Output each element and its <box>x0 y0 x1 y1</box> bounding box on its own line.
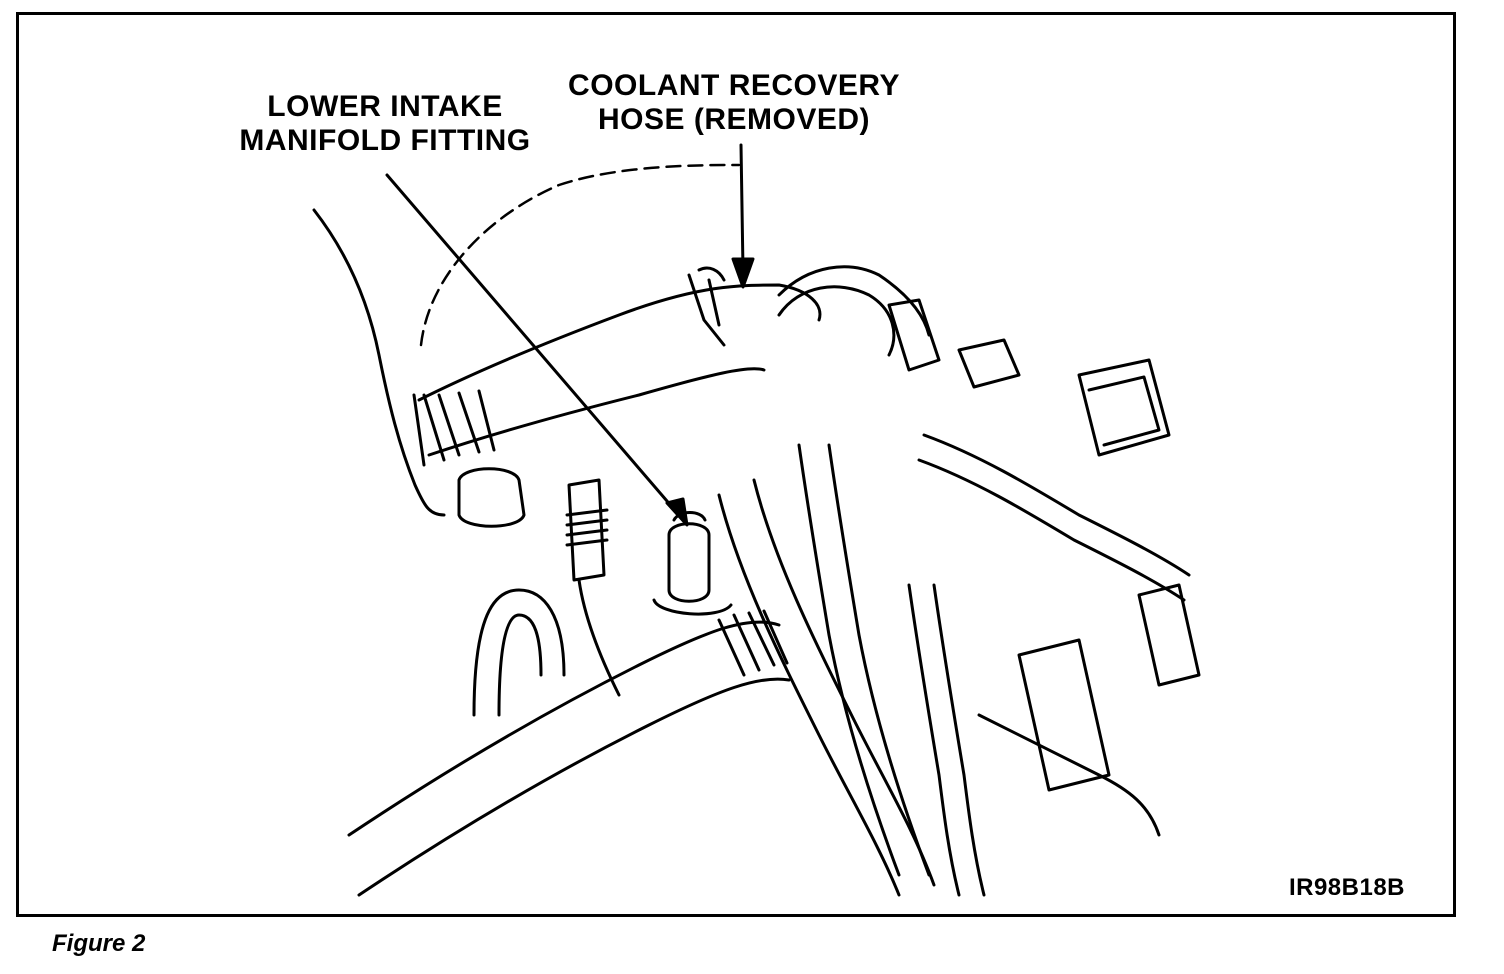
sensor-threads <box>565 508 609 547</box>
loop-hose-inner <box>497 613 543 717</box>
vacuum-hose-b2 <box>932 583 986 897</box>
right-hose <box>977 713 1161 837</box>
lower-hose-ribs <box>717 609 789 677</box>
sensor-wire <box>577 578 621 697</box>
upper-hose-lower-edge <box>427 367 766 457</box>
callout-coolant-line2: HOSE (REMOVED) <box>597 103 871 136</box>
callout-coolant-recovery-hose: COOLANT RECOVERY HOSE (REMOVED) <box>559 69 909 137</box>
manifold-fitting-top <box>672 511 707 522</box>
figure-code: IR98B18B <box>1288 874 1405 901</box>
right-component <box>1137 583 1201 687</box>
callout-lower-intake-manifold-fitting: LOWER INTAKE MANIFOLD FITTING <box>225 90 545 158</box>
throttle-body-ring <box>777 285 896 357</box>
connector-2 <box>957 338 1021 389</box>
connector-1 <box>887 298 941 372</box>
manifold-rail <box>717 493 901 897</box>
right-component-2 <box>1017 638 1111 792</box>
sensor-body <box>567 478 606 582</box>
leader-coolant <box>739 143 745 272</box>
figure-frame: LOWER INTAKE MANIFOLD FITTING COOLANT RE… <box>16 12 1456 917</box>
connector-3 <box>1077 358 1171 457</box>
vacuum-hose-b <box>907 583 961 897</box>
background-edge-line <box>312 208 446 517</box>
fitting-base <box>652 598 733 616</box>
lower-hose-bottom <box>357 677 791 897</box>
leader-lower-intake <box>385 173 681 517</box>
upper-hose <box>417 283 822 402</box>
bolt-head <box>457 467 526 528</box>
removed-hose-dashed-outline <box>419 163 741 347</box>
callout-lower-intake-line2: MANIFOLD FITTING <box>239 124 531 157</box>
vacuum-hose-a <box>797 443 901 877</box>
wiring-loom <box>922 433 1191 577</box>
arrowhead-lower-intake <box>665 497 689 527</box>
callout-coolant-line1: COOLANT RECOVERY <box>568 69 900 102</box>
throttle-body-outline <box>777 265 931 337</box>
hose-clamp <box>687 266 726 347</box>
engine-illustration <box>312 143 1201 897</box>
loop-hose-outer <box>472 588 566 717</box>
arrowhead-coolant <box>731 257 755 289</box>
manifold-fitting <box>667 522 711 603</box>
connector-3-inner <box>1087 375 1161 447</box>
wiring-loom-2 <box>917 458 1186 602</box>
figure-caption: Figure 2 <box>52 930 146 957</box>
hose-band-left <box>412 389 496 467</box>
callout-lower-intake-line1: LOWER INTAKE <box>267 90 503 123</box>
manifold-rail-2 <box>752 478 936 887</box>
vacuum-hose-a2 <box>827 443 931 877</box>
